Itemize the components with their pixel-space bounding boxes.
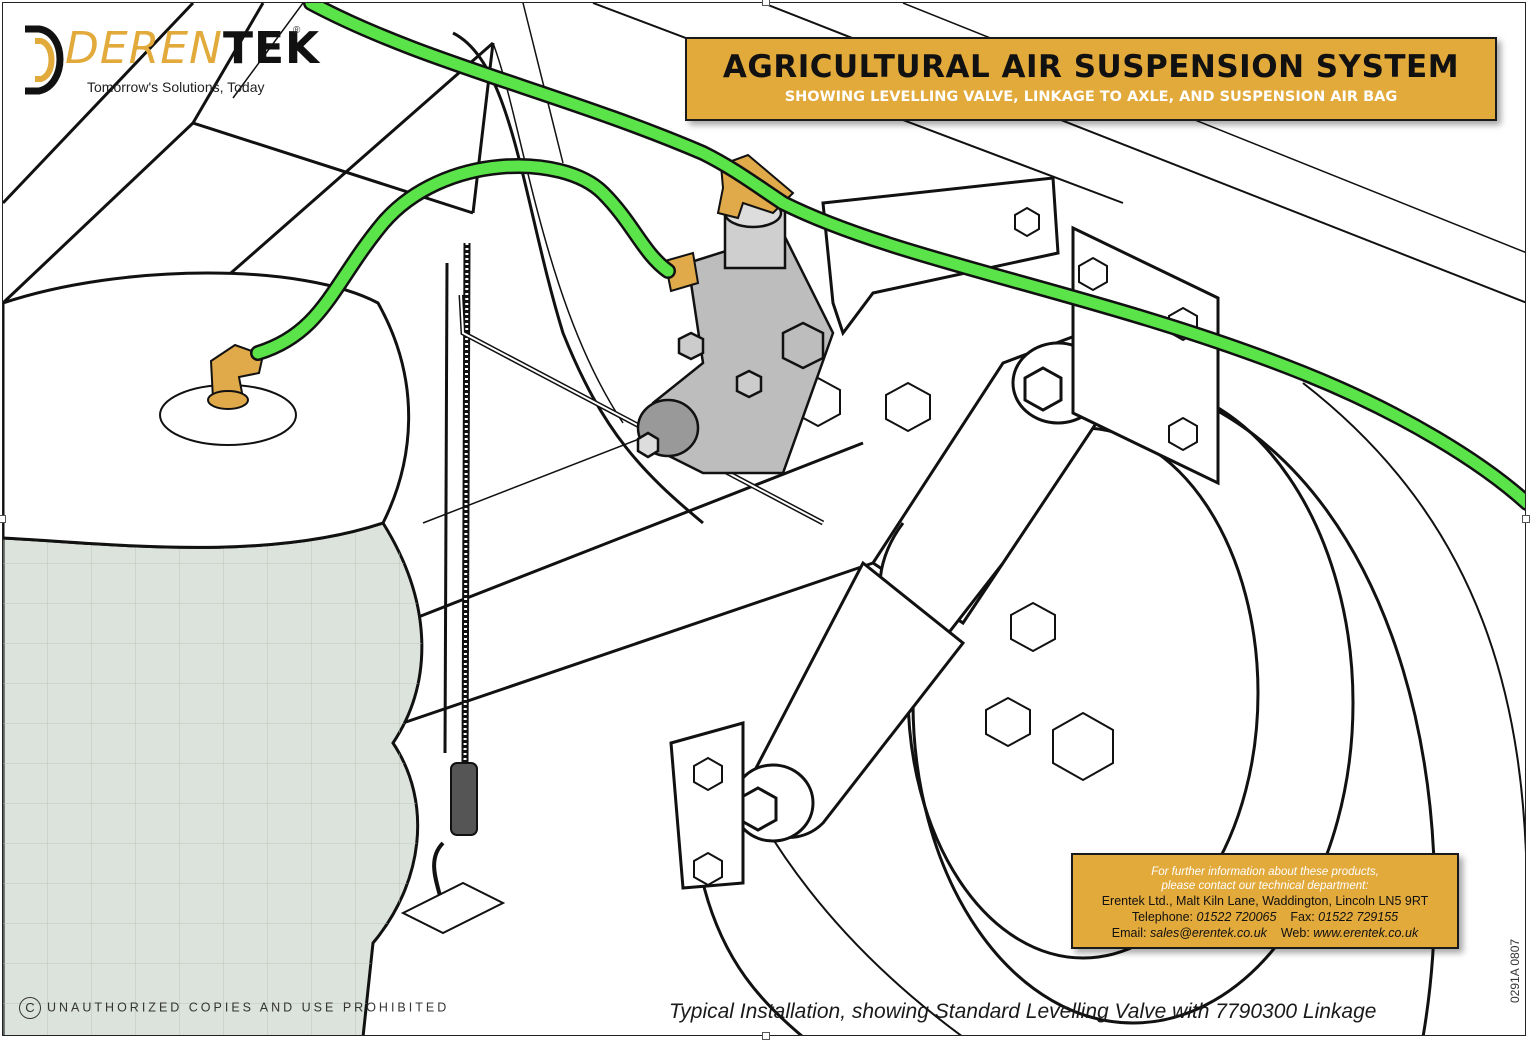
fax-number: 01522 729155 [1318,910,1399,924]
registered-mark: ® [293,25,301,36]
logo-tagline: Tomorrow's Solutions, Today [87,79,265,95]
contact-address: Erentek Ltd., Malt Kiln Lane, Waddington… [1101,894,1429,908]
phone-label: Telephone: [1131,910,1194,924]
air-bag [3,271,424,1035]
contact-intro-1: For further information about these prod… [1151,866,1379,878]
email-label: Email: [1111,926,1147,940]
page-subtitle: SHOWING LEVELLING VALVE, LINKAGE TO AXLE… [784,89,1398,105]
crop-mark-left [0,515,6,523]
company-logo: DERENTEK ® Tomorrow's Solutions, Today [17,13,319,103]
contact-box: For further information about these prod… [1071,853,1459,949]
title-box: AGRICULTURAL AIR SUSPENSION SYSTEM SHOWI… [685,37,1497,121]
page-title: AGRICULTURAL AIR SUSPENSION SYSTEM [722,49,1460,85]
copyright-notice: C UNAUTHORIZED COPIES AND USE PROHIBITED [19,997,449,1019]
shock-absorber [731,331,1115,843]
web-label: Web: [1280,926,1310,940]
linkage-rod [400,242,825,935]
email-link[interactable]: sales@erentek.co.uk [1150,926,1267,940]
reference-code: 0291A 0807 [1508,938,1522,1003]
fax-label: Fax: [1290,910,1315,924]
web-link[interactable]: www.erentek.co.uk [1313,926,1419,940]
crop-mark-bottom [762,1032,770,1040]
phone-number: 01522 720065 [1196,910,1277,924]
contact-email-line: Email: sales@erentek.co.uk Web: www.eren… [1073,925,1457,941]
copyright-icon: C [19,997,41,1019]
copyright-text: UNAUTHORIZED COPIES AND USE PROHIBITED [47,1000,450,1015]
figure-caption: Typical Installation, showing Standard L… [669,1000,1377,1023]
contact-phone-line: Telephone: 01522 720065 Fax: 01522 72915… [1073,909,1457,925]
logo-wordmark: DERENTEK [65,23,320,74]
crop-mark-right [1522,515,1530,523]
logo-wordmark-prefix: DEREN [65,23,223,74]
levelling-valve [636,197,835,475]
logo-wordmark-suffix: TEK [222,23,321,74]
hub-nuts [795,376,1114,782]
air-lines [250,3,1525,511]
logo-mark-icon [25,25,64,95]
contact-intro-2: please contact our technical department: [1161,880,1369,892]
crop-mark-top [762,0,770,6]
